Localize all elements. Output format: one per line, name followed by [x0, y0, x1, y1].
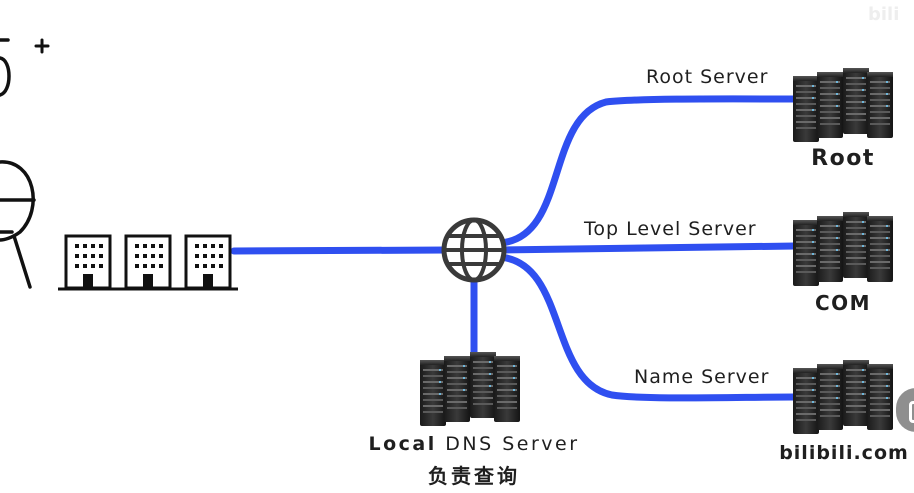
office-building-icon	[124, 234, 172, 290]
local-dns-server-icon	[420, 352, 520, 426]
floating-side-button[interactable]	[896, 388, 914, 432]
edge-label-name-server: Name Server	[634, 366, 770, 388]
line-buildings-to-globe	[230, 246, 452, 255]
line-globe-to-name-server	[496, 253, 799, 402]
line-globe-to-top-level	[498, 242, 799, 254]
watermark: bili	[868, 4, 900, 25]
plus-icon	[34, 38, 50, 54]
person-head	[0, 56, 11, 97]
person-illustration	[0, 38, 50, 289]
root-server-icon	[793, 68, 893, 142]
node-label-com: COM	[814, 291, 872, 315]
person-leg	[12, 234, 32, 289]
globe-icon	[441, 217, 507, 283]
name-server-icon	[793, 360, 893, 434]
top-level-server-icon	[793, 212, 893, 286]
line-globe-to-root	[496, 95, 799, 247]
edge-label-root-server: Root Server	[646, 66, 769, 88]
person-body	[0, 160, 35, 242]
node-label-root: Root	[811, 146, 875, 171]
connection-lines	[230, 95, 799, 402]
local-dns-label: Local DNS Server	[344, 433, 604, 455]
local-dns-subtitle: 负责查询	[428, 464, 520, 488]
office-building-icon	[184, 234, 232, 290]
office-buildings	[58, 234, 238, 291]
edge-label-top-level-server: Top Level Server	[584, 218, 757, 240]
local-dns-label-bold: Local	[368, 433, 437, 455]
office-building-icon	[64, 234, 112, 290]
local-dns-label-rest: DNS Server	[445, 433, 580, 455]
node-label-bilibili: bilibili.com	[779, 442, 909, 464]
